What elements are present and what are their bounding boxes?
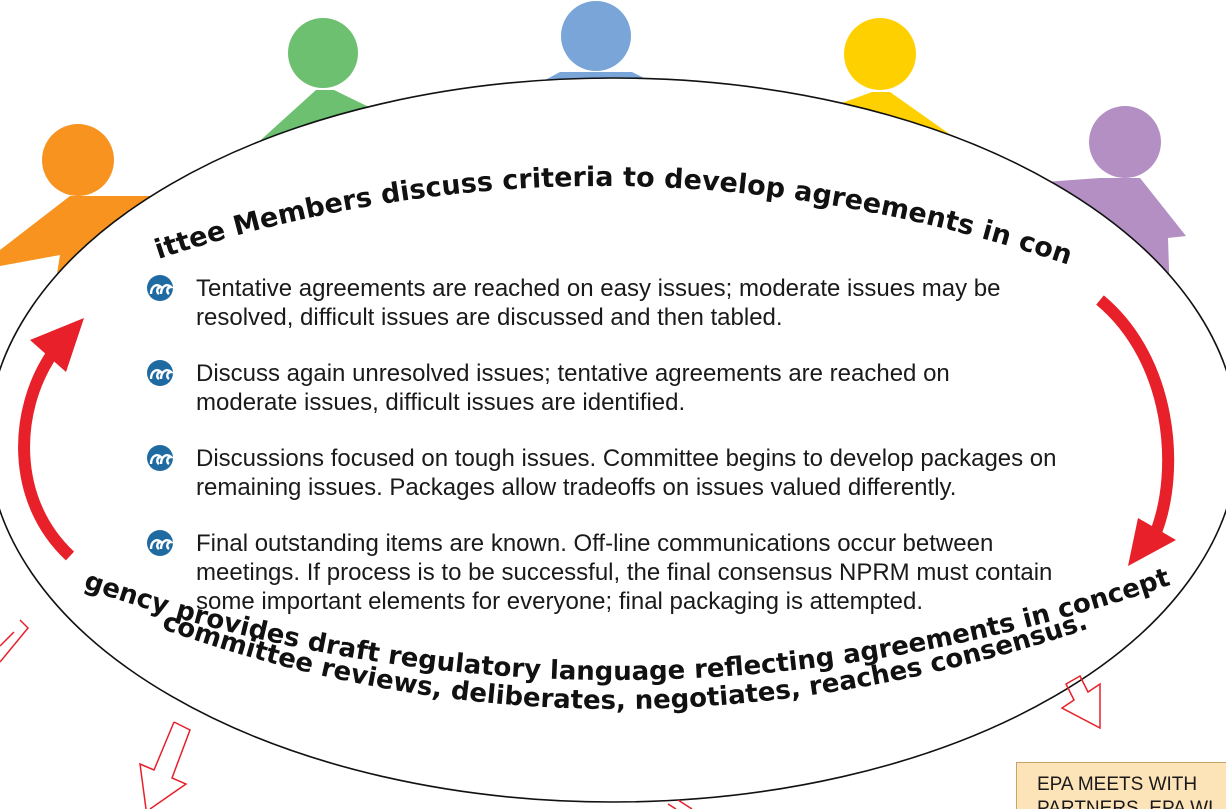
left-red-cycle-arrow	[18, 318, 84, 561]
bottom-left-outline-arrow	[139, 721, 191, 809]
bullet-list: Tentative agreements are reached on easy…	[147, 275, 1057, 615]
bullet-text-line: Tentative agreements are reached on easy…	[196, 275, 1000, 302]
wave-icon	[147, 445, 174, 471]
discussion-ellipse	[0, 77, 1226, 803]
bullet-item: Discuss again unresolved issues; tentati…	[147, 360, 950, 416]
bullet-text-line: moderate issues, difficult issues are id…	[196, 389, 685, 416]
person-purple-head	[1089, 106, 1161, 178]
right-outline-arrow	[1060, 674, 1101, 730]
wave-icon	[147, 360, 174, 386]
bullet-text-line: Discussions focused on tough issues. Com…	[196, 445, 1057, 472]
bullet-text-line: meetings. If process is to be successful…	[196, 559, 1052, 586]
left-edge-outline-arrow	[0, 619, 30, 663]
bullet-text-line: resolved, difficult issues are discussed…	[196, 304, 783, 331]
wave-icon	[147, 275, 174, 301]
bottom-center-outline-arrow	[667, 799, 693, 809]
bullet-item: Final outstanding items are known. Off-l…	[147, 530, 1052, 615]
right-red-cycle-arrow	[1096, 295, 1176, 566]
bullet-text-line: Final outstanding items are known. Off-l…	[196, 530, 993, 557]
person-blue-head	[561, 1, 631, 71]
bullet-text-line: some important elements for everyone; fi…	[196, 588, 923, 615]
bullet-text-line: remaining issues. Packages allow tradeof…	[196, 474, 956, 501]
epa-meets-note-box: EPA MEETS WITH PARTNERS. EPA WI	[1016, 762, 1226, 809]
person-yellow-head	[844, 18, 916, 90]
bullet-item: Discussions focused on tough issues. Com…	[147, 445, 1057, 501]
bullet-item: Tentative agreements are reached on easy…	[147, 275, 1000, 331]
person-green-head	[288, 18, 358, 88]
wave-icon	[147, 530, 174, 556]
person-orange-head	[42, 124, 114, 196]
bullet-text-line: Discuss again unresolved issues; tentati…	[196, 360, 950, 387]
